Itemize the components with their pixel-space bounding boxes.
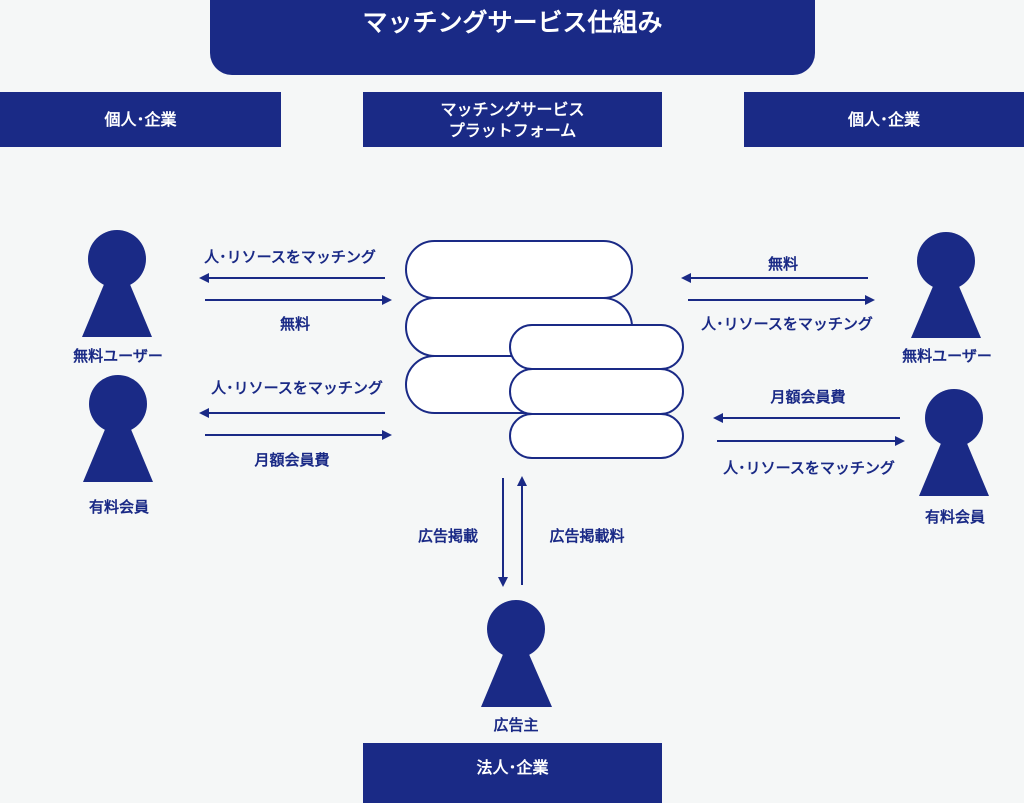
- header-center: マッチングサービスプラットフォーム: [363, 92, 662, 147]
- left-free-user-label: 無料ユーザー: [73, 347, 163, 365]
- right-arrow3-label: 月額会員費: [770, 388, 846, 406]
- header-right: 個人･企業: [744, 92, 1024, 147]
- diagram-graphics: [82, 230, 989, 707]
- person-icon-left-paid: [83, 375, 153, 482]
- header-center-line2: プラットフォーム: [448, 120, 577, 140]
- left-arrow2-label: 無料: [279, 315, 311, 333]
- header-left: 個人･企業: [0, 92, 281, 147]
- person-icon-advertiser: [481, 600, 552, 707]
- platform-block-6: [509, 413, 684, 459]
- right-free-user-label: 無料ユーザー: [902, 347, 992, 365]
- right-paid-member-label: 有料会員: [924, 508, 986, 526]
- person-icon-left-free: [82, 230, 152, 337]
- header-right-text: 個人･企業: [847, 110, 920, 129]
- header-left-text: 個人･企業: [104, 110, 177, 129]
- person-icon-right-paid: [919, 389, 989, 496]
- left-paid-member-label: 有料会員: [88, 498, 150, 516]
- person-icon-right-free: [911, 232, 981, 338]
- title-text: マッチングサービス仕組み: [362, 8, 663, 37]
- page-title: マッチングサービス仕組み: [210, 0, 815, 75]
- left-arrow3-label: 人･リソースをマッチング: [211, 379, 383, 397]
- right-arrow1-label: 無料: [767, 255, 799, 273]
- left-arrow4-label: 月額会員費: [254, 451, 330, 469]
- advertiser-label: 広告主: [493, 716, 539, 734]
- right-arrow4-label: 人･リソースをマッチング: [723, 459, 895, 477]
- ad-fee-label: 広告掲載料: [549, 527, 625, 545]
- header-center-line1: マッチングサービス: [440, 99, 585, 119]
- ad-placement-label: 広告掲載: [417, 527, 479, 545]
- right-arrow2-label: 人･リソースをマッチング: [701, 315, 873, 333]
- left-arrow1-label: 人･リソースをマッチング: [204, 248, 376, 266]
